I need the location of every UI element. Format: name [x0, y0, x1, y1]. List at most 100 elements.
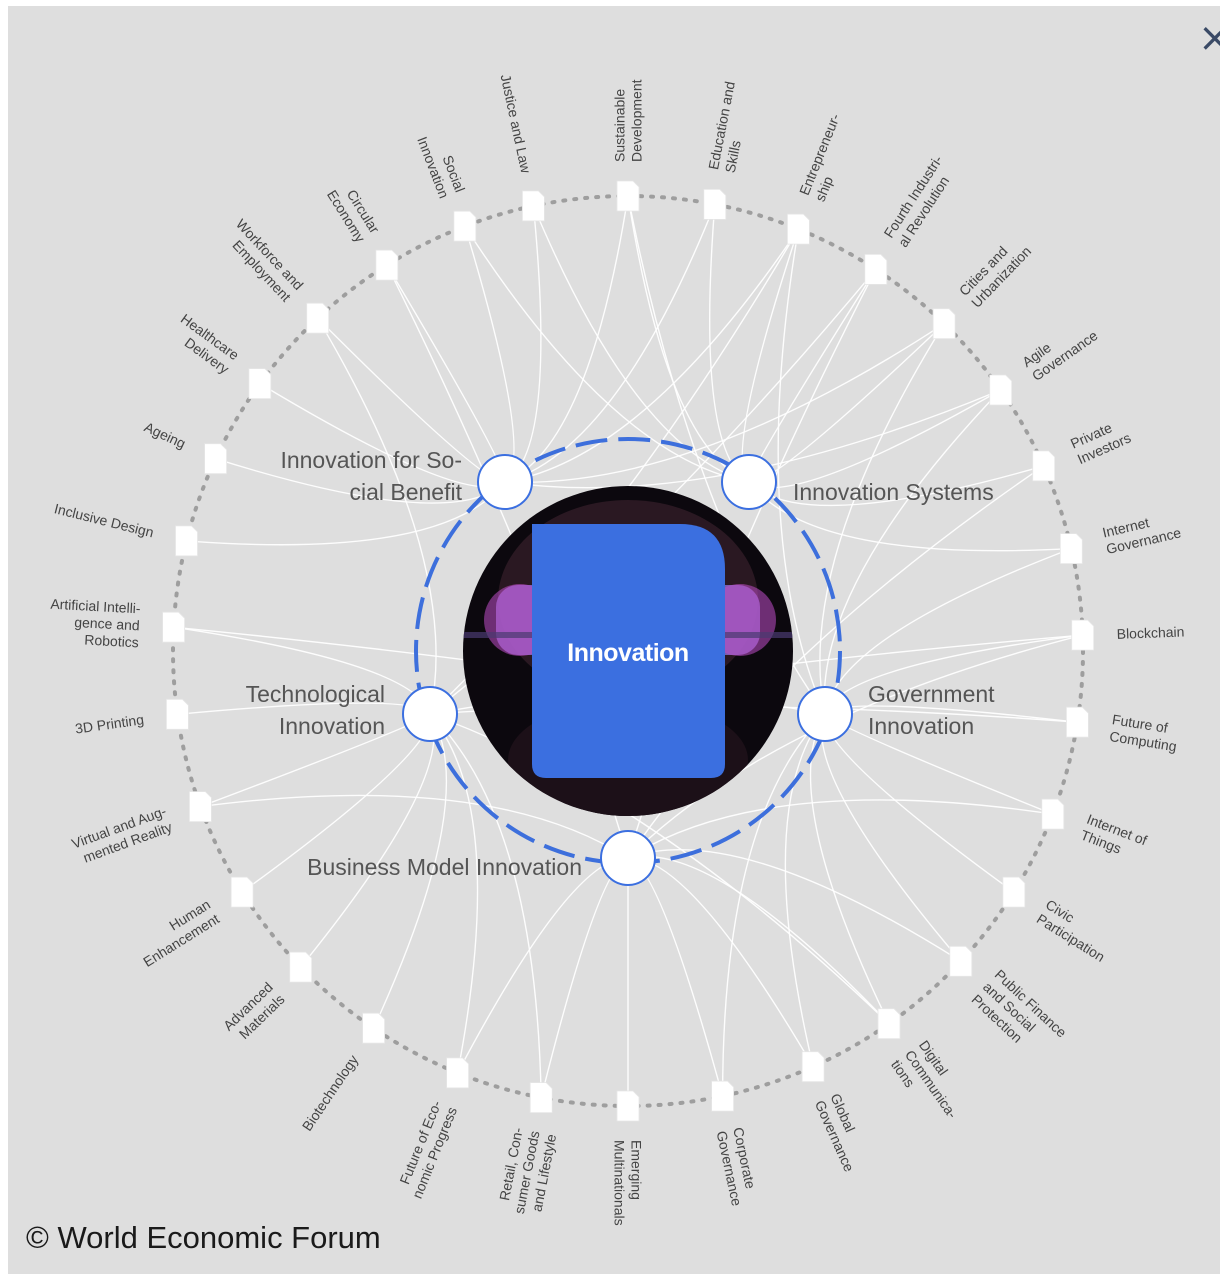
document-icon[interactable] [248, 368, 272, 399]
cluster-label: cial Benefit [349, 479, 462, 505]
topic-label: Ageing [142, 419, 188, 452]
topic-node[interactable]: Entrepreneur-ship [787, 111, 843, 245]
link-line [824, 713, 1015, 893]
topic-label: Inclusive Design [53, 500, 156, 540]
document-icon[interactable] [932, 308, 956, 340]
cluster-node-business[interactable]: Business Model Innovation [307, 830, 656, 886]
document-icon[interactable] [375, 249, 399, 281]
topic-node[interactable]: 3D Printing [74, 698, 189, 737]
topic-node[interactable]: Justice and Law [498, 73, 545, 222]
link-line [532, 205, 750, 483]
close-icon[interactable]: × [1198, 15, 1220, 61]
link-line [504, 323, 945, 484]
topic-label: Sustainable [612, 89, 628, 162]
cluster-label: Innovation [868, 713, 974, 739]
document-icon[interactable] [787, 213, 810, 245]
document-icon[interactable] [446, 1057, 469, 1089]
link-line [819, 323, 945, 715]
topic-node[interactable]: Ageing [142, 419, 227, 475]
document-icon[interactable] [1002, 876, 1026, 908]
document-icon[interactable] [801, 1051, 825, 1083]
document-icon[interactable] [1071, 619, 1095, 651]
cluster-circle[interactable] [797, 686, 853, 742]
cluster-circle[interactable] [600, 830, 656, 886]
link-line [504, 195, 629, 483]
document-icon[interactable] [1041, 798, 1065, 830]
document-icon[interactable] [1059, 533, 1083, 564]
link-line [317, 317, 437, 715]
cluster-node-social[interactable]: Innovation for So-cial Benefit [280, 447, 533, 510]
document-icon[interactable] [1032, 450, 1056, 482]
document-icon[interactable] [166, 698, 189, 730]
document-icon[interactable] [989, 374, 1013, 406]
topic-node[interactable]: Fourth Industri-al Revolution [864, 152, 952, 285]
document-icon[interactable] [529, 1082, 553, 1113]
copyright-notice: © World Economic Forum [26, 1220, 381, 1255]
document-icon[interactable] [204, 443, 227, 475]
document-icon[interactable] [949, 945, 973, 977]
document-icon[interactable] [616, 1090, 640, 1122]
topic-node[interactable]: Inclusive Design [53, 500, 198, 557]
cluster-label: Innovation Systems [793, 479, 994, 505]
document-icon[interactable] [306, 302, 330, 334]
document-icon[interactable] [522, 190, 545, 222]
document-icon[interactable] [289, 951, 313, 983]
link-line [823, 389, 1002, 715]
topic-node[interactable]: Blockchain [1071, 619, 1185, 651]
link-line [464, 225, 750, 483]
document-icon[interactable] [453, 210, 477, 242]
link-line [504, 204, 716, 483]
topic-node[interactable]: Biotechnology [299, 1012, 385, 1134]
document-icon[interactable] [362, 1012, 385, 1044]
document-icon[interactable] [711, 1080, 734, 1112]
document-icon[interactable] [162, 611, 185, 643]
topic-label: Biotechnology [299, 1052, 361, 1134]
topic-node[interactable]: Virtual and Aug-mented Reality [69, 791, 212, 866]
document-icon[interactable] [703, 189, 727, 220]
cluster-label: Government [868, 681, 995, 707]
link-line [429, 713, 479, 1074]
cluster-circle[interactable] [402, 686, 458, 742]
topic-node[interactable]: Future of Eco-nomic Progress [396, 1057, 469, 1201]
cluster-circle[interactable] [721, 454, 777, 510]
document-icon[interactable] [175, 525, 198, 557]
document-icon[interactable] [877, 1008, 901, 1040]
document-icon[interactable] [189, 791, 212, 822]
document-icon[interactable] [230, 876, 254, 908]
cluster-node-systems[interactable]: Innovation Systems [721, 454, 994, 510]
document-icon[interactable] [616, 180, 640, 212]
document-icon[interactable] [864, 254, 888, 285]
cluster-label: Innovation [279, 713, 385, 739]
link-line [504, 228, 799, 483]
cluster-circle[interactable] [477, 454, 533, 510]
document-icon[interactable] [1066, 706, 1089, 738]
topic-label: Skills [722, 139, 744, 174]
document-card-icon[interactable] [532, 524, 725, 778]
topic-label: Artificial Intelli- [50, 596, 141, 617]
